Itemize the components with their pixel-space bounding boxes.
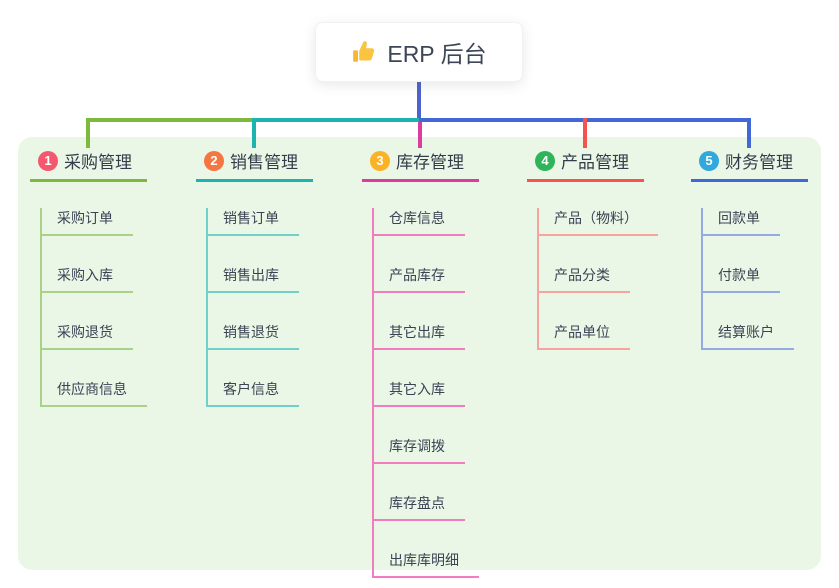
child-node[interactable]: 库存调拨 bbox=[374, 436, 479, 464]
child-label: 其它出库 bbox=[374, 322, 465, 350]
child-node[interactable]: 产品分类 bbox=[539, 265, 658, 293]
children-group: 采购订单 采购入库 采购退货 供应商信息 bbox=[40, 208, 147, 407]
child-node[interactable]: 供应商信息 bbox=[42, 379, 147, 407]
badge-3: 3 bbox=[370, 150, 390, 171]
branch-label: 采购管理 bbox=[64, 153, 132, 172]
child-label: 库存盘点 bbox=[374, 493, 465, 521]
badge-5: 5 bbox=[699, 150, 719, 171]
branch-title-purchase[interactable]: 1 采购管理 bbox=[30, 146, 147, 182]
branch-product: 4 产品管理 产品（物料） 产品分类 产品单位 bbox=[527, 146, 677, 350]
child-label: 回款单 bbox=[703, 208, 780, 236]
children-group: 产品（物料） 产品分类 产品单位 bbox=[537, 208, 658, 350]
child-label: 采购订单 bbox=[42, 208, 133, 236]
connector-stub-branch3 bbox=[418, 122, 422, 148]
branch-title-inventory[interactable]: 3 库存管理 bbox=[362, 146, 479, 182]
connector-horizontal-branch2 bbox=[252, 118, 419, 122]
child-node[interactable]: 销售退货 bbox=[208, 322, 299, 350]
child-label: 产品库存 bbox=[374, 265, 465, 293]
child-label: 销售出库 bbox=[208, 265, 299, 293]
branch-title-sales[interactable]: 2 销售管理 bbox=[196, 146, 313, 182]
child-node[interactable]: 仓库信息 bbox=[374, 208, 479, 236]
child-label: 付款单 bbox=[703, 265, 780, 293]
badge-4: 4 bbox=[535, 150, 555, 171]
connector-stub-branch1 bbox=[86, 118, 90, 148]
children-group: 回款单 付款单 结算账户 bbox=[701, 208, 794, 350]
child-node[interactable]: 采购订单 bbox=[42, 208, 147, 236]
child-node[interactable]: 客户信息 bbox=[208, 379, 299, 407]
connector-stub-branch2 bbox=[252, 118, 256, 148]
child-node[interactable]: 销售订单 bbox=[208, 208, 299, 236]
branch-title-finance[interactable]: 5 财务管理 bbox=[691, 146, 808, 182]
branch-label: 产品管理 bbox=[561, 153, 629, 172]
branch-label: 财务管理 bbox=[725, 153, 793, 172]
child-label: 采购退货 bbox=[42, 322, 133, 350]
thumbs-up-icon bbox=[351, 39, 377, 65]
child-node[interactable]: 产品（物料） bbox=[539, 208, 658, 236]
child-node[interactable]: 其它出库 bbox=[374, 322, 479, 350]
branch-label: 库存管理 bbox=[396, 153, 464, 172]
child-node[interactable]: 付款单 bbox=[703, 265, 794, 293]
child-label: 客户信息 bbox=[208, 379, 299, 407]
child-label: 供应商信息 bbox=[42, 379, 147, 407]
child-node[interactable]: 库存盘点 bbox=[374, 493, 479, 521]
children-group: 销售订单 销售出库 销售退货 客户信息 bbox=[206, 208, 299, 407]
child-node[interactable]: 结算账户 bbox=[703, 322, 794, 350]
child-label: 产品单位 bbox=[539, 322, 630, 350]
branch-inventory: 3 库存管理 仓库信息 产品库存 其它出库 其它入库 库存调拨 库存盘点 出库库… bbox=[362, 146, 512, 578]
child-label: 销售退货 bbox=[208, 322, 299, 350]
child-node[interactable]: 出库库明细 bbox=[374, 550, 479, 578]
children-group: 仓库信息 产品库存 其它出库 其它入库 库存调拨 库存盘点 出库库明细 bbox=[372, 208, 479, 578]
child-label: 采购入库 bbox=[42, 265, 133, 293]
child-node[interactable]: 产品单位 bbox=[539, 322, 658, 350]
child-node[interactable]: 采购入库 bbox=[42, 265, 147, 293]
branch-finance: 5 财务管理 回款单 付款单 结算账户 bbox=[691, 146, 839, 350]
badge-1: 1 bbox=[38, 150, 58, 171]
branch-title-product[interactable]: 4 产品管理 bbox=[527, 146, 644, 182]
branch-sales: 2 销售管理 销售订单 销售出库 销售退货 客户信息 bbox=[196, 146, 346, 407]
child-node[interactable]: 产品库存 bbox=[374, 265, 479, 293]
child-label: 出库库明细 bbox=[374, 550, 479, 578]
connector-stub-branch4 bbox=[583, 118, 587, 148]
child-label: 结算账户 bbox=[703, 322, 794, 350]
child-node[interactable]: 采购退货 bbox=[42, 322, 147, 350]
root-label: ERP 后台 bbox=[387, 41, 487, 67]
child-label: 库存调拨 bbox=[374, 436, 465, 464]
branch-purchase: 1 采购管理 采购订单 采购入库 采购退货 供应商信息 bbox=[30, 146, 180, 407]
child-node[interactable]: 销售出库 bbox=[208, 265, 299, 293]
canvas-panel bbox=[18, 137, 821, 570]
root-node-erp[interactable]: ERP 后台 bbox=[315, 22, 523, 82]
child-label: 产品分类 bbox=[539, 265, 630, 293]
branch-label: 销售管理 bbox=[230, 153, 298, 172]
connector-root-stem bbox=[417, 82, 421, 122]
child-label: 仓库信息 bbox=[374, 208, 465, 236]
child-label: 产品（物料） bbox=[539, 208, 658, 236]
child-label: 其它入库 bbox=[374, 379, 465, 407]
badge-2: 2 bbox=[204, 150, 224, 171]
connector-stub-branch5 bbox=[747, 118, 751, 148]
connector-horizontal-branch1 bbox=[86, 118, 256, 122]
child-node[interactable]: 回款单 bbox=[703, 208, 794, 236]
child-node[interactable]: 其它入库 bbox=[374, 379, 479, 407]
child-label: 销售订单 bbox=[208, 208, 299, 236]
